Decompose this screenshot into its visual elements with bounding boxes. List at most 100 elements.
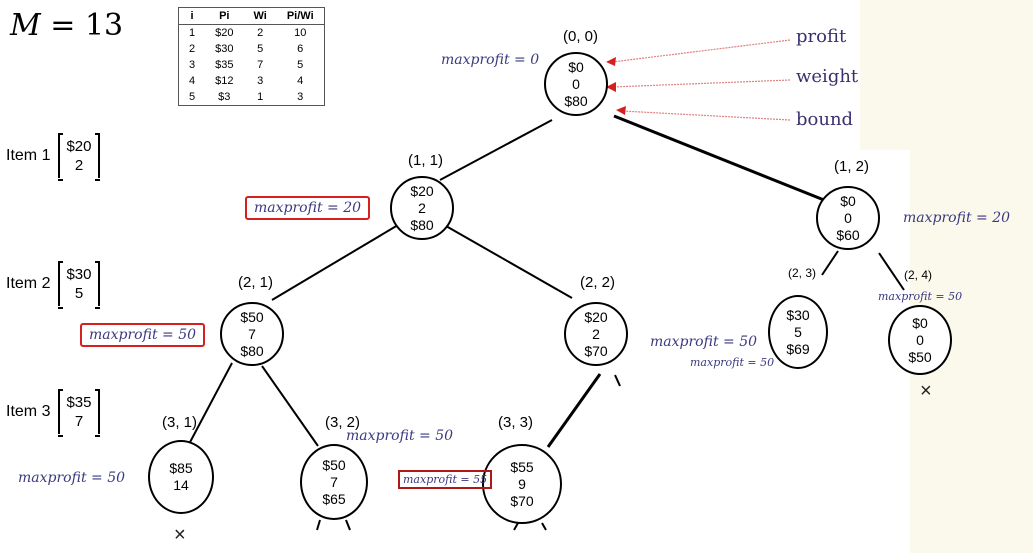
background-panel-top [860,0,910,150]
table-cell: 2 [189,43,196,55]
item-table-header-row: i Pi Wi Pi/Wi [178,7,325,25]
node-coord: (3, 2) [325,414,361,431]
item-label-text: Item 2 [6,275,51,292]
node-bound: $70 [584,342,608,359]
node-profit: $0 [840,192,856,209]
table-row: 3 $35 7 5 [179,57,325,73]
item-profit: $30 [66,266,92,283]
table-row: 5 $3 1 3 [179,89,325,106]
table-cell: 1 [257,91,264,103]
node-bound: $65 [322,490,346,507]
node-weight: 0 [916,331,924,348]
tree-node-1-2: $0 0 $60 [816,186,880,250]
node-weight: 7 [248,325,256,342]
maxprofit-label: maxprofit = 50 [650,334,758,350]
node-coord: (3, 1) [162,414,198,431]
node-coord: (2, 1) [238,274,274,291]
edge-22-33 [546,373,602,448]
node-profit: $30 [786,306,810,323]
table-cell: 5 [257,43,264,55]
legend-arrow-weight [606,82,616,92]
maxprofit-label: maxprofit = 50 [18,470,126,486]
pruned-mark-icon: × [920,380,932,402]
legend-weight: weight [796,66,859,87]
maxprofit-label-highlighted: maxprofit = 20 [245,196,371,220]
node-weight: 14 [173,477,189,493]
table-header: i [178,7,206,25]
item-vector: $30 5 [58,261,100,309]
item-table: i Pi Wi Pi/Wi 1 $20 2 10 2 $30 5 6 3 $35 [178,7,325,106]
node-coord: (2, 3) [788,266,817,280]
table-cell: $35 [215,59,234,71]
tree-node-3-3: $55 9 $70 [482,444,562,524]
node-weight: 0 [572,75,580,92]
node-bound: $80 [564,92,588,109]
node-bound: $60 [836,226,860,243]
node-weight: 2 [418,199,426,216]
table-row: 4 $12 3 4 [179,73,325,89]
node-coord: (1, 2) [834,158,870,175]
tree-node-2-4: $0 0 $50 [888,305,952,375]
node-weight: 0 [844,209,852,226]
item-vector: $20 2 [58,133,100,181]
node-profit: $55 [510,458,534,475]
table-row: 1 $20 2 10 [179,25,325,42]
edge-00-12 [613,114,825,202]
node-bound: $50 [908,348,932,365]
tree-node-2-1: $50 7 $80 [220,302,284,366]
legend-arrow-bound [616,106,626,115]
maxprofit-label-highlighted: maxprofit = 50 [80,323,206,347]
node-weight: 7 [330,473,338,490]
legend-profit: profit [796,26,847,47]
node-weight: 9 [518,475,526,492]
table-cell: 10 [294,27,307,39]
table-cell: 4 [297,75,304,87]
maxprofit-label: maxprofit = 20 [903,210,1011,226]
edge-33-down-l [513,522,519,531]
item-label-text: Item 1 [6,147,51,164]
maxprofit-label: maxprofit = 0 [441,52,540,68]
legend-line-profit [611,39,791,63]
edge-00-11 [439,119,553,181]
table-cell: $12 [215,75,234,87]
item-vector: $35 7 [58,389,100,437]
capacity-equals: = [50,8,76,43]
tree-node-3-1: $85 14 [148,440,214,514]
bottom-crop [0,532,910,553]
item-3-label: Item 3 $35 7 [6,389,100,437]
tree-node-2-2: $20 2 $70 [564,302,628,366]
table-cell: 5 [297,59,304,71]
pruned-mark-icon: × [174,524,186,546]
item-1-label: Item 1 $20 2 [6,133,100,181]
table-cell: 3 [189,59,196,71]
table-cell: $20 [215,27,234,39]
maxprofit-label-highlighted: maxprofit = 55 [398,470,493,489]
node-profit: $20 [584,308,608,325]
table-cell: 7 [257,59,264,71]
item-profit: $20 [66,138,92,155]
table-header: Pi/Wi [276,7,325,25]
table-cell: $30 [215,43,234,55]
maxprofit-label: maxprofit = 50 [878,290,963,303]
maxprofit-label: maxprofit = 50 [346,428,454,444]
node-profit: $50 [240,308,264,325]
item-weight: 2 [74,157,84,174]
table-cell: 1 [189,27,196,39]
table-cell: 6 [297,43,304,55]
item-label-text: Item 3 [6,403,51,420]
legend-arrow-profit [606,57,616,66]
item-weight: 7 [74,413,84,430]
edge-12-23 [821,250,839,276]
legend-bound: bound [796,109,854,130]
item-profit: $35 [66,394,92,411]
capacity-value: 13 [84,8,124,43]
node-bound: $70 [510,492,534,509]
node-coord: (0, 0) [563,28,599,45]
item-2-label: Item 2 $30 5 [6,261,100,309]
tree-node-1-1: $20 2 $80 [390,176,454,240]
capacity-symbol: M [10,8,41,43]
node-bound: $69 [786,340,810,357]
node-coord: (3, 3) [498,414,534,431]
edge-21-31 [187,362,233,447]
